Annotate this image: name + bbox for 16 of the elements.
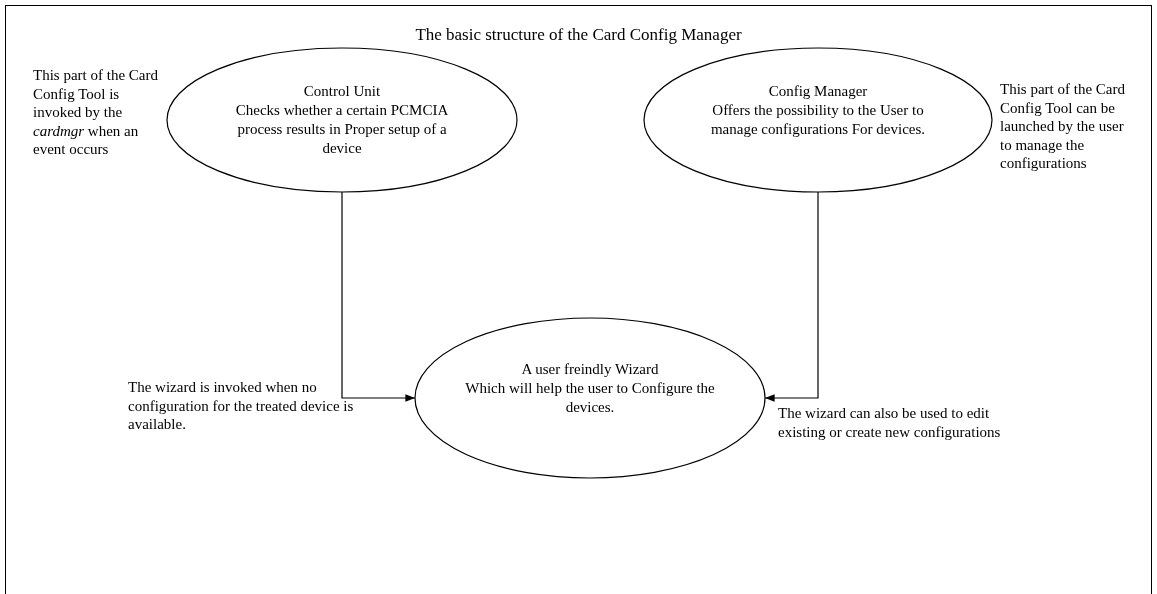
node-heading: Control Unit xyxy=(303,82,381,101)
ellipse-node xyxy=(414,317,766,479)
edge-label: The wizard is invoked when no configuration for the treated device is available. xyxy=(128,378,355,434)
ellipse-node xyxy=(166,47,518,193)
node-heading: A user freindly Wizard xyxy=(521,360,659,379)
node-description: Checks whether a certain PCMCIA process results in Proper setup of a device xyxy=(234,101,450,158)
node-description: Offers the possibility to the User to manage configurations For devices. xyxy=(709,101,927,139)
node-heading: Config Manager xyxy=(768,82,868,101)
connector-arrow xyxy=(764,191,819,402)
ellipse-node xyxy=(643,47,993,193)
connector-arrow xyxy=(341,191,416,402)
side-note: This part of the Card Config Tool can be launched by the user to manage the configurations xyxy=(1000,80,1126,173)
side-note: This part of the Card Config Tool is invoked by the cardmgr when an event occurs xyxy=(33,66,159,159)
diagram-title: The basic structure of the Card Config Manager xyxy=(415,25,742,44)
node-description: Which will help the user to Configure the devices. xyxy=(465,379,715,417)
edge-label: The wizard can also be used to edit existing or create new configurations xyxy=(778,404,1002,441)
